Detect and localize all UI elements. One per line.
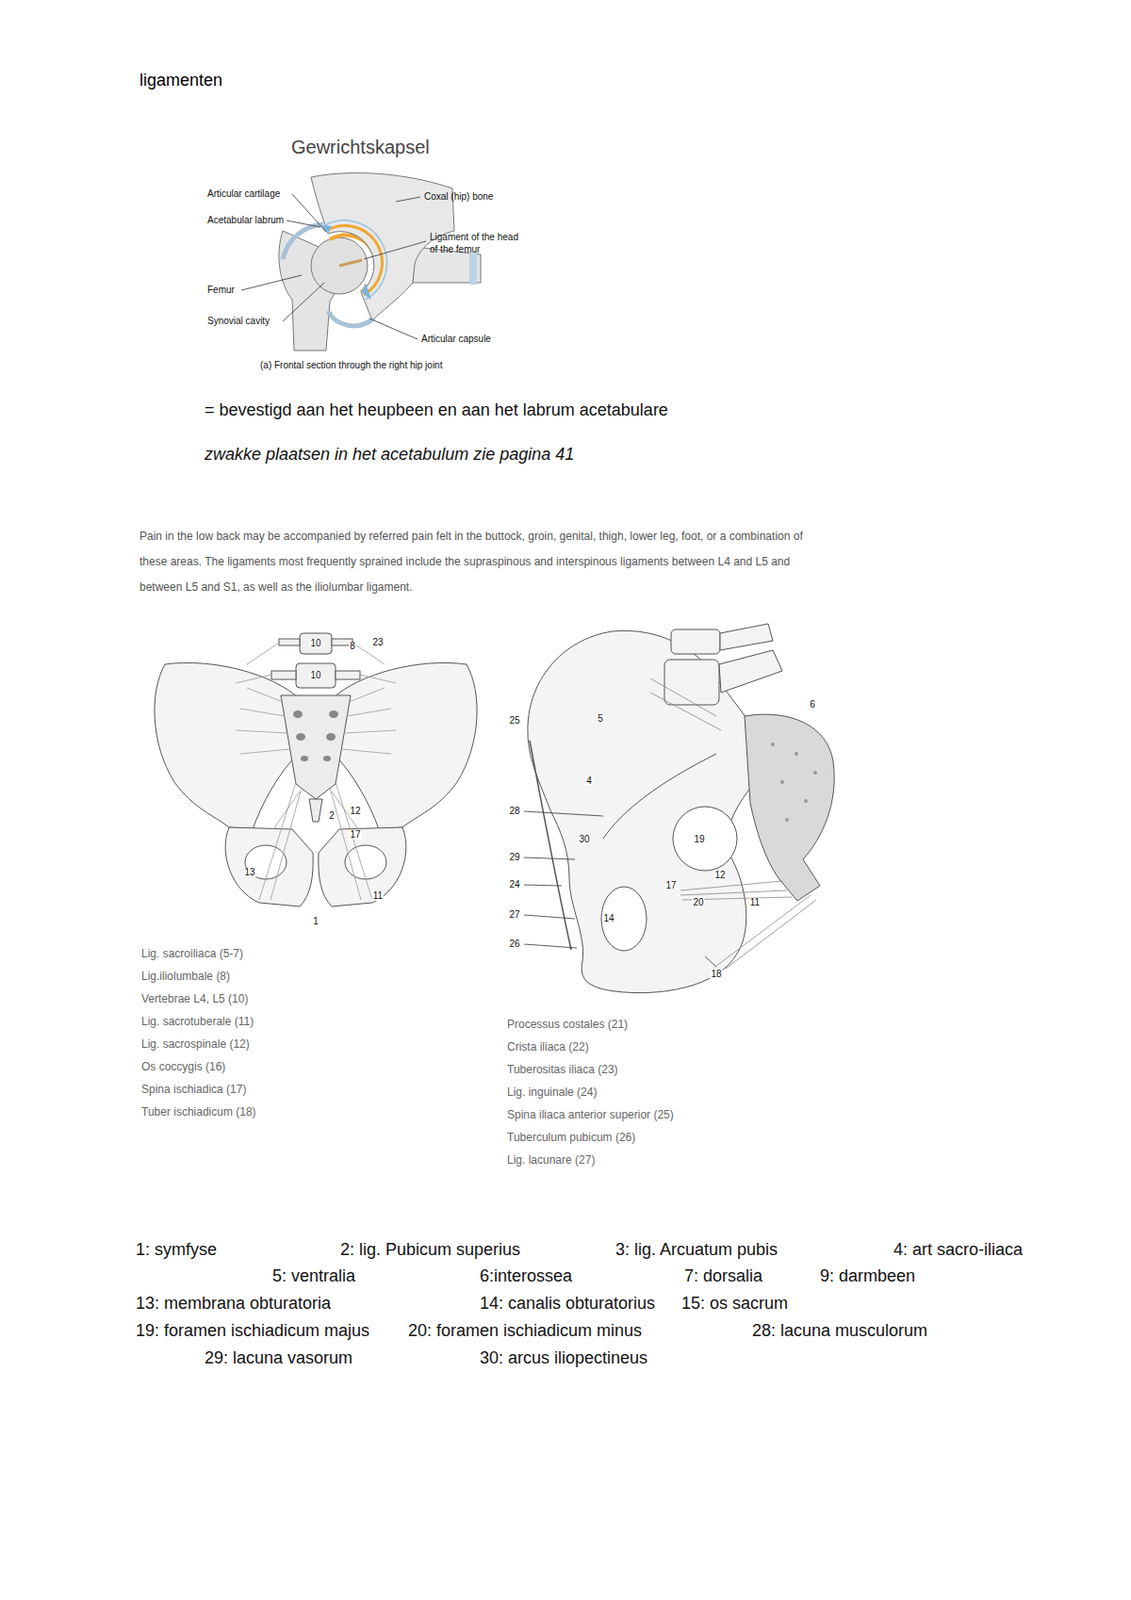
key-item: 9: darmbeen — [819, 1265, 916, 1288]
callout-number: 17 — [664, 881, 677, 891]
figure-heading: Gewrichtskapsel — [291, 135, 430, 160]
callout-number: 20 — [691, 898, 705, 908]
legend-item: Vertebrae L4, L5 (10) — [141, 992, 248, 1007]
callout-number: 10 — [309, 671, 322, 681]
key-item: 19: foramen ischiadicum majus — [135, 1320, 370, 1343]
callout-number: 28 — [508, 806, 521, 817]
figure-label: Acetabular labrum — [207, 214, 284, 228]
legend-item: Crista iliaca (22) — [507, 1040, 590, 1055]
callout-number: 5 — [596, 714, 605, 724]
key-item: 30: arcus iliopectineus — [479, 1347, 648, 1370]
note-text: = bevestigd aan het heupbeen en aan het … — [204, 399, 669, 422]
legend-item: Lig. lacunare (27) — [507, 1153, 595, 1168]
callout-number: 6 — [808, 700, 817, 710]
callout-number: 26 — [508, 939, 521, 950]
legend-item: Processus costales (21) — [507, 1017, 628, 1033]
callout-number: 11 — [749, 898, 761, 908]
callout-number: 18 — [709, 969, 722, 980]
key-item: 29: lacuna vasorum — [204, 1347, 353, 1370]
callout-number: 12 — [713, 870, 726, 881]
figure-label: Articular cartilage — [207, 188, 280, 201]
key-item: 4: art sacro-iliaca — [893, 1239, 1023, 1262]
callout-number: 29 — [508, 852, 521, 863]
callout-number: 12 — [348, 806, 361, 817]
page-title: ligamenten — [139, 69, 223, 92]
key-item: 15: os sacrum — [681, 1293, 788, 1315]
key-item: 14: canalis obturatorius — [479, 1293, 656, 1315]
pelvis-posterior-figure — [154, 633, 477, 907]
callout-number: 30 — [577, 835, 591, 845]
legend-item: Tuber ischiadicum (18) — [141, 1105, 257, 1120]
legend-item: Lig.iliolumbale (8) — [141, 969, 230, 984]
figure-label: Femur — [207, 284, 235, 297]
callout-number: 14 — [602, 914, 615, 924]
callout-number: 8 — [348, 641, 357, 652]
callout-number: 17 — [348, 830, 361, 840]
callout-number: 4 — [585, 776, 593, 787]
legend-item: Lig. sacroiliaca (5-7) — [141, 947, 244, 962]
callout-number: 25 — [508, 716, 521, 726]
figure-caption: (a) Frontal section through the right hi… — [260, 360, 443, 373]
callout-number: 1 — [311, 917, 320, 927]
legend-item: Spina iliaca anterior superior (25) — [507, 1108, 674, 1123]
legend-item: Tuberositas iliaca (23) — [507, 1063, 619, 1078]
key-item: 2: lig. Pubicum superius — [340, 1239, 521, 1262]
callout-number: 23 — [371, 638, 384, 648]
note-text: zwakke plaatsen in het acetabulum zie pa… — [204, 443, 574, 466]
callout-number: 13 — [243, 868, 256, 878]
callout-number: 10 — [309, 639, 322, 649]
callout-number: 2 — [327, 811, 336, 821]
key-item: 6:interossea — [479, 1265, 573, 1288]
legend-item: Spina ischiadica (17) — [141, 1082, 246, 1098]
legend-item: Tuberculum pubicum (26) — [507, 1131, 636, 1146]
callout-number: 24 — [508, 880, 521, 890]
legend-item: Lig. sacrotuberale (11) — [141, 1015, 254, 1030]
callout-number: 11 — [372, 891, 384, 902]
legend-item: Lig. sacrospinale (12) — [141, 1037, 250, 1052]
key-item: 1: symfyse — [135, 1239, 217, 1262]
figure-label: Coxal (hip) bone — [424, 191, 493, 204]
key-item: 7: dorsalia — [684, 1265, 763, 1288]
figure-label: Synovial cavity — [207, 315, 270, 328]
key-item: 20: foramen ischiadicum minus — [408, 1320, 642, 1343]
key-item: 5: ventralia — [272, 1265, 356, 1288]
pelvis-medial-figure — [524, 623, 835, 994]
key-item: 3: lig. Arcuatum pubis — [615, 1239, 778, 1262]
quote-paragraph: Pain in the low back may be accompanied … — [139, 524, 833, 601]
key-item: 28: lacuna musculorum — [752, 1320, 928, 1343]
figure-label: Ligament of the head of the femur — [429, 231, 525, 256]
legend-item: Os coccygis (16) — [141, 1060, 226, 1075]
callout-number: 19 — [692, 835, 705, 845]
legend-item: Lig. inguinale (24) — [507, 1085, 597, 1100]
key-item: 13: membrana obturatoria — [135, 1293, 331, 1315]
figure-label: Articular capsule — [421, 333, 492, 346]
callout-number: 27 — [508, 910, 521, 920]
